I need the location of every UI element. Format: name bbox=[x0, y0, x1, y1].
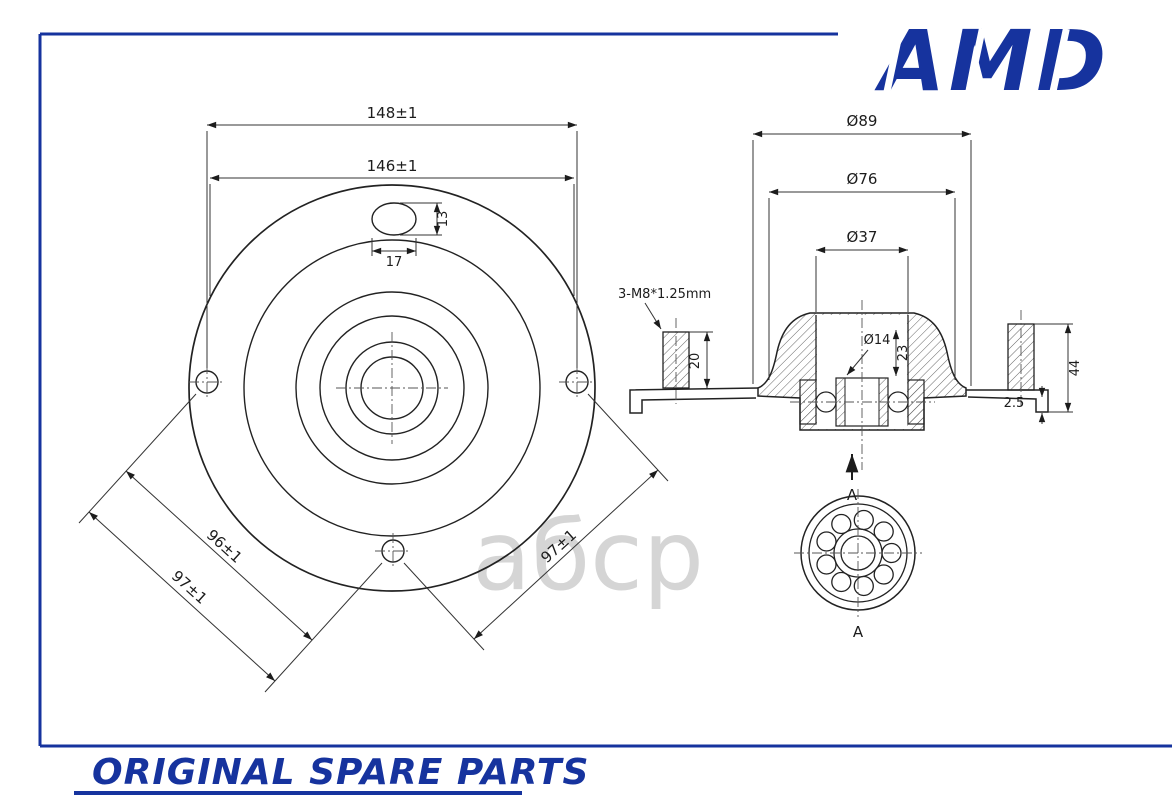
dim-146-label: 146±1 bbox=[367, 157, 418, 175]
front-view-centerlines bbox=[189, 332, 595, 569]
section-centerlines bbox=[675, 300, 1022, 470]
brand-tagline-text: ORIGINAL SPARE PARTS bbox=[92, 752, 589, 793]
dim-148-label: 148±1 bbox=[367, 104, 418, 122]
brand-logo-text: AMD bbox=[874, 12, 1110, 110]
logo-stripe bbox=[883, 28, 904, 95]
dia-76-label: Ø76 bbox=[847, 170, 878, 188]
bearing-ball bbox=[873, 564, 894, 585]
bearing-ball bbox=[831, 571, 852, 593]
bearing-ball bbox=[831, 513, 852, 535]
bearing-ball bbox=[816, 554, 837, 575]
ring-outer-circle bbox=[295, 291, 489, 485]
thread-note-label: 3-M8*1.25mm bbox=[618, 287, 711, 302]
bearing-ball bbox=[853, 575, 874, 597]
tagline-underline bbox=[74, 791, 522, 795]
page-frame bbox=[38, 32, 1172, 748]
bearing-ball bbox=[853, 509, 874, 531]
dim-97-left-label: 97±1 bbox=[168, 567, 211, 608]
bearing-ball bbox=[816, 531, 837, 552]
section-view bbox=[629, 300, 1049, 480]
bearing-ball bbox=[873, 521, 894, 542]
dim-13-label: 13 bbox=[436, 211, 451, 228]
brand-logo: AMD bbox=[874, 12, 1110, 110]
dome-circle bbox=[243, 239, 541, 537]
ring-inner-circle bbox=[319, 315, 465, 461]
dim-23-label: 23 bbox=[896, 345, 911, 362]
section-view-dimensions bbox=[644, 130, 1073, 424]
top-slot bbox=[371, 202, 417, 236]
dim-2-5-label: 2.5 bbox=[1004, 396, 1025, 411]
dia-37-label: Ø37 bbox=[847, 228, 878, 246]
dim-17-label: 17 bbox=[386, 255, 403, 270]
logo-stripe bbox=[965, 28, 986, 95]
bearing-centerlines bbox=[794, 489, 922, 617]
dia-89-label: Ø89 bbox=[847, 112, 878, 130]
dim-44-label: 44 bbox=[1068, 360, 1083, 377]
bearing-view bbox=[794, 489, 922, 617]
plate-outline bbox=[188, 184, 596, 592]
dim-20-label: 20 bbox=[688, 353, 703, 370]
front-view-dimensions bbox=[78, 121, 669, 693]
front-view bbox=[188, 184, 596, 592]
brand-tagline: ORIGINAL SPARE PARTS bbox=[74, 752, 589, 795]
logo-stripe bbox=[1049, 28, 1070, 95]
section-label-a: A bbox=[847, 486, 858, 504]
section-view-dim-labels: Ø89 Ø76 Ø37 Ø14 23 20 44 2.5 3-M8*1.25mm… bbox=[618, 112, 1083, 504]
dia-14-label: Ø14 bbox=[864, 333, 891, 348]
left-flange bbox=[629, 387, 759, 414]
bearing-label-a: A bbox=[853, 623, 864, 641]
